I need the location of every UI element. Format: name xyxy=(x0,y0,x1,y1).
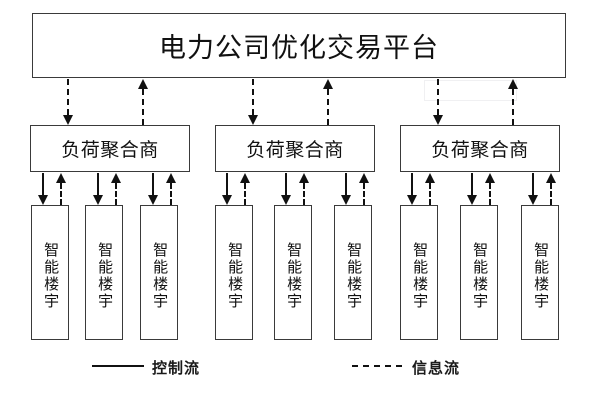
legend-information-flow-label: 信息流 xyxy=(412,359,461,377)
building-box-8: 智能楼宇 xyxy=(460,205,498,340)
ghost-outline-artifact xyxy=(424,80,517,101)
aggregator-box-3: 负荷聚合商 xyxy=(400,125,560,172)
aggregator-box-1: 负荷聚合商 xyxy=(30,125,190,172)
legend-control-flow-line xyxy=(92,365,144,367)
building-box-2: 智能楼宇 xyxy=(85,205,123,340)
building-box-5: 智能楼宇 xyxy=(274,205,312,340)
legend-control-flow-label: 控制流 xyxy=(152,359,201,377)
building-box-3: 智能楼宇 xyxy=(140,205,178,340)
building-box-4: 智能楼宇 xyxy=(215,205,253,340)
building-box-7: 智能楼宇 xyxy=(400,205,438,340)
aggregator-box-2: 负荷聚合商 xyxy=(215,125,375,172)
building-box-1: 智能楼宇 xyxy=(31,205,69,340)
legend-information-flow-line xyxy=(352,365,402,367)
platform-box: 电力公司优化交易平台 xyxy=(32,13,566,78)
building-box-6: 智能楼宇 xyxy=(334,205,372,340)
building-box-9: 智能楼宇 xyxy=(521,205,559,340)
